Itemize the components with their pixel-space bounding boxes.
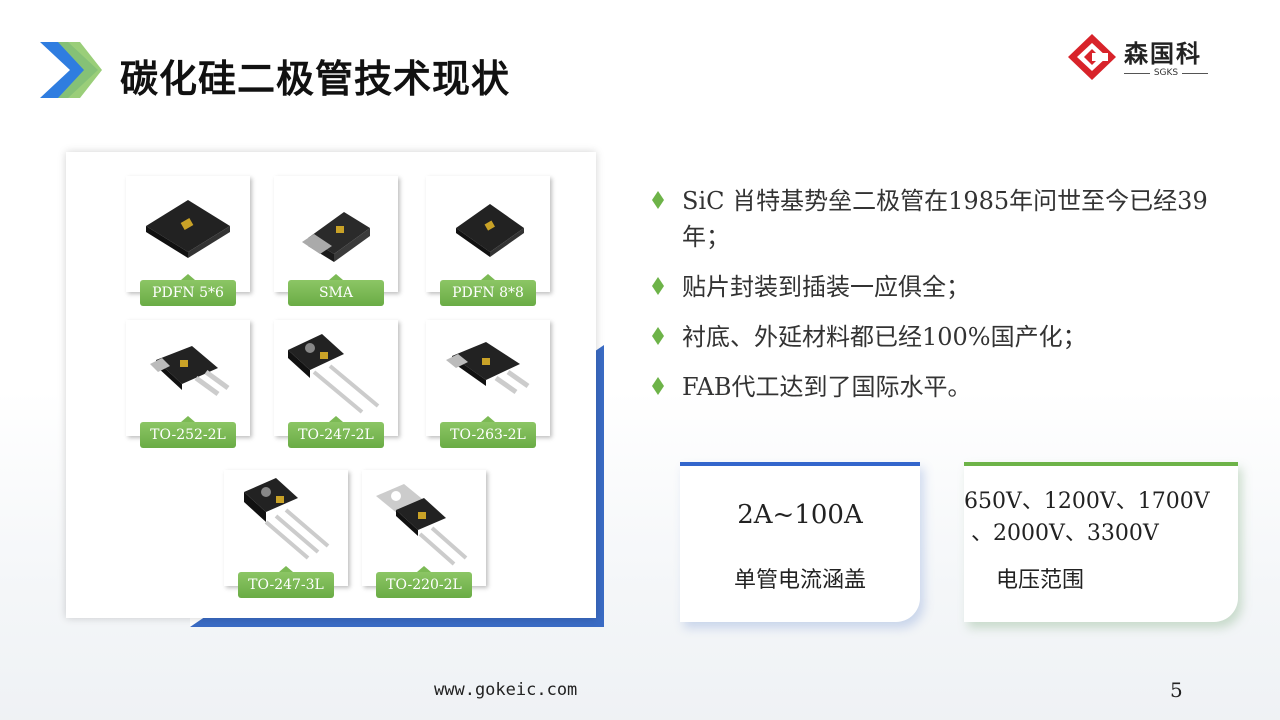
pdfn-package-icon <box>146 200 230 258</box>
to263-package-icon <box>446 342 530 395</box>
list-item: FAB代工达到了国际水平。 <box>650 369 1250 405</box>
to247-package-icon <box>288 334 380 414</box>
diamond-bullet-icon <box>652 327 664 345</box>
sma-package-icon <box>302 212 370 262</box>
list-item: SiC 肖特基势垒二极管在1985年问世至今已经39年； <box>650 183 1250 255</box>
page-number: 5 <box>1170 678 1183 702</box>
voltage-range-value: 650V、1200V、1700V 、2000V、3300V <box>964 489 1210 546</box>
logo-subtitle: SGKS <box>1124 68 1208 78</box>
to247-3-package-icon <box>244 478 330 560</box>
page-title: 碳化硅二极管技术现状 <box>120 57 511 101</box>
current-range-value: 2A~100A <box>737 500 863 530</box>
package-label: TO-263-2L <box>440 416 536 448</box>
logo-text: 森国科 <box>1124 40 1202 68</box>
voltage-range-card: 650V、1200V、1700V 、2000V、3300V 电压范围 <box>964 462 1238 622</box>
company-logo-icon <box>1068 34 1116 80</box>
package-label: TO-252-2L <box>140 416 236 448</box>
diamond-bullet-icon <box>652 277 664 295</box>
diamond-bullet-icon <box>652 191 664 209</box>
current-range-label: 单管电流涵盖 <box>733 568 866 593</box>
to220-package-icon <box>376 484 468 566</box>
package-label: SMA <box>288 274 384 306</box>
package-label: TO-220-2L <box>376 566 472 598</box>
voltage-range-label: 电压范围 <box>996 568 1085 593</box>
package-label: TO-247-3L <box>238 566 334 598</box>
to252-package-icon <box>150 346 230 397</box>
list-item: 贴片封装到插装一应俱全； <box>650 269 1250 305</box>
package-label: PDFN 5*6 <box>140 274 236 306</box>
pdfn-package-icon <box>456 204 524 257</box>
package-image-panel: PDFN 5*6 SMA PDFN 8*8 <box>66 152 596 618</box>
package-label: TO-247-2L <box>288 416 384 448</box>
package-label: PDFN 8*8 <box>440 274 536 306</box>
package-card <box>274 176 398 292</box>
current-range-card: 2A~100A 单管电流涵盖 <box>680 462 920 622</box>
chevron-arrow-icon <box>40 42 102 98</box>
list-item: 衬底、外延材料都已经100%国产化； <box>650 319 1250 355</box>
footer-url: www.gokeic.com <box>434 680 578 700</box>
package-card <box>426 176 550 292</box>
diamond-bullet-icon <box>652 377 664 395</box>
package-card <box>126 176 250 292</box>
bullet-list: SiC 肖特基势垒二极管在1985年问世至今已经39年； 贴片封装到插装一应俱全… <box>650 183 1250 419</box>
